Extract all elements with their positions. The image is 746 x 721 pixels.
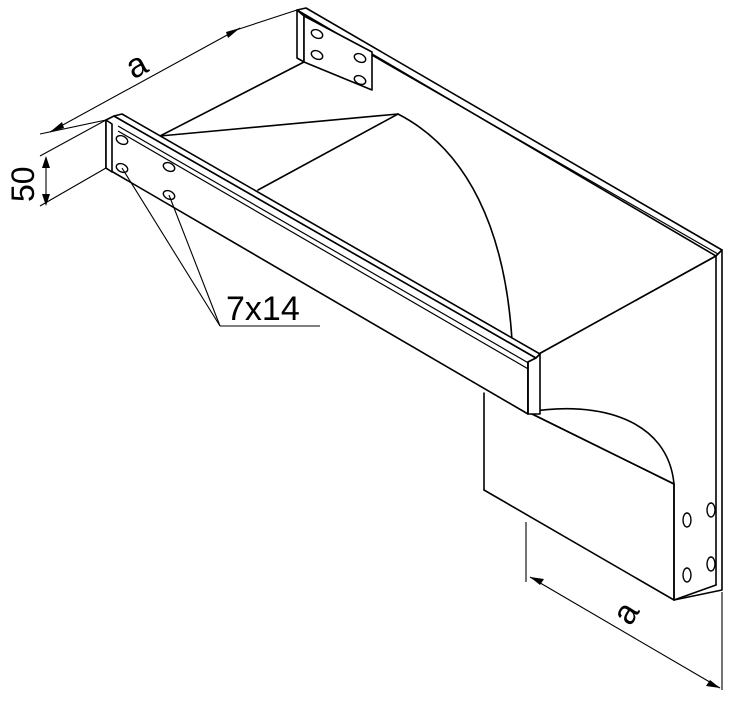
label-width-top: a — [119, 44, 154, 86]
lower-leg — [483, 392, 675, 601]
slot-right-3 — [682, 567, 692, 583]
front-flange — [105, 113, 541, 415]
dimension-width-top: a — [39, 9, 298, 135]
back-flange — [296, 7, 723, 257]
label-slot-size: 7x14 — [226, 290, 300, 328]
slot-front-1 — [115, 134, 129, 146]
slot-right-2 — [706, 502, 716, 518]
slot-size-callout: 7x14 — [121, 167, 320, 328]
right-end-face — [527, 249, 723, 601]
slot-back-2 — [310, 49, 324, 61]
label-width-bottom: a — [605, 595, 647, 631]
slot-back-3 — [353, 52, 367, 64]
slot-back-4 — [353, 74, 367, 86]
label-height: 50 — [5, 166, 41, 202]
slot-front-3 — [162, 161, 176, 173]
slot-right-1 — [682, 512, 692, 528]
dimension-height: 50 — [5, 119, 107, 207]
slot-right-4 — [706, 556, 716, 572]
slot-back-1 — [310, 28, 324, 40]
